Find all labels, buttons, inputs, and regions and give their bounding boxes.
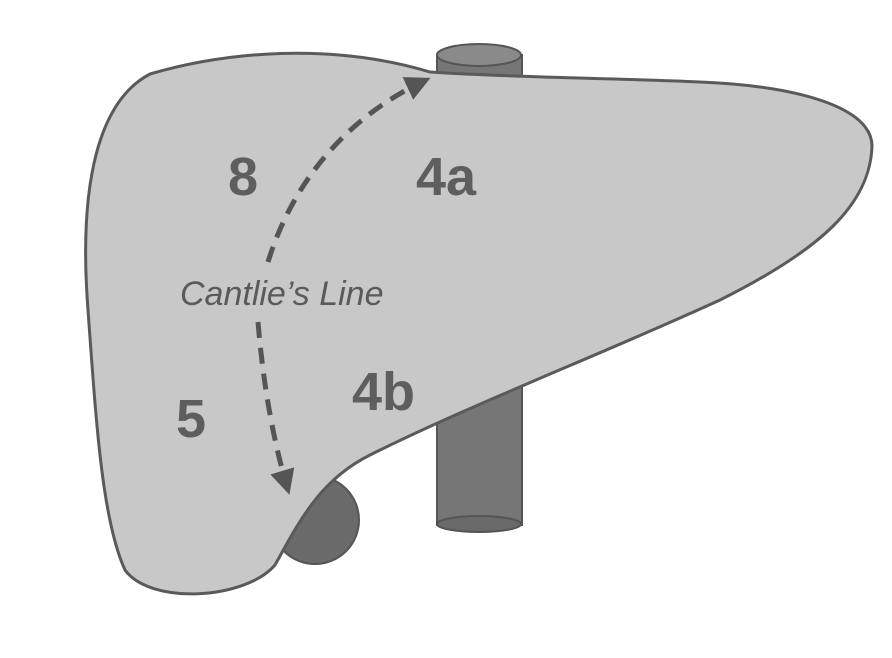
liver-outline — [84, 51, 874, 596]
ivc-top — [436, 43, 522, 67]
segment-label-4a: 4a — [416, 147, 477, 207]
cantlie-arrow-upper — [265, 77, 431, 263]
segment-label-4b: 4b — [352, 362, 415, 422]
cantlie-line-label: Cantlie’s Line — [180, 275, 384, 313]
segment-label-8: 8 — [228, 147, 258, 207]
cantlie-arrow-lower — [255, 321, 295, 495]
segment-label-5: 5 — [176, 389, 206, 449]
ivc-bottom — [436, 515, 522, 533]
